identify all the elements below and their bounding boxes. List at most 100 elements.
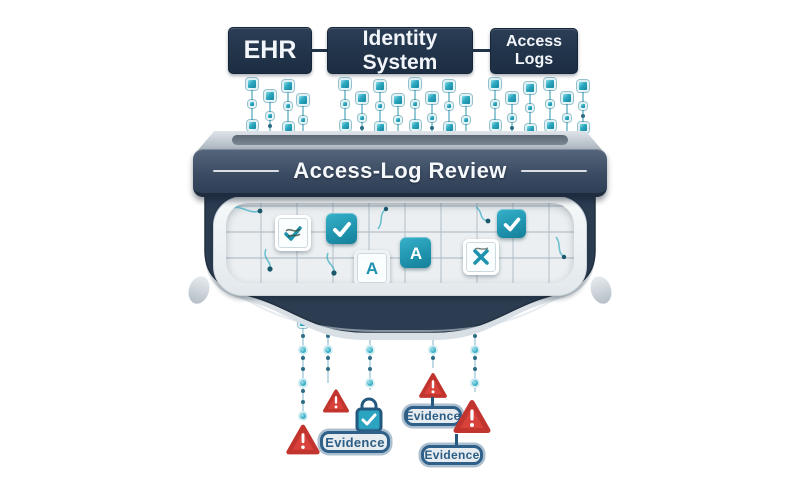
warning-triangle-icon	[286, 424, 320, 455]
data-packet-icon	[462, 116, 470, 124]
data-packet-icon	[282, 80, 294, 92]
data-packet-icon	[266, 112, 274, 120]
stream-line	[549, 82, 551, 140]
funnel-lip-slot	[232, 135, 568, 145]
stream-line	[414, 82, 416, 140]
data-packet-icon	[264, 90, 276, 102]
data-packet-icon	[470, 378, 480, 388]
svg-text:A: A	[409, 244, 421, 263]
band-rule-right	[520, 170, 587, 172]
warning-triangle-icon	[453, 400, 491, 433]
data-packet-icon	[298, 345, 308, 355]
data-packet-icon	[510, 126, 514, 130]
data-packet-icon	[524, 82, 536, 94]
data-packet-icon	[326, 367, 330, 371]
data-packet-icon	[284, 102, 292, 110]
data-packet-icon	[473, 356, 477, 360]
data-packet-icon	[563, 114, 571, 122]
source-box-access-logs: Access Logs	[490, 28, 578, 74]
data-packet-icon	[428, 114, 436, 122]
data-packet-icon	[374, 80, 386, 92]
data-packet-icon	[489, 78, 501, 90]
data-packet-icon	[360, 126, 364, 130]
data-packet-icon	[298, 411, 308, 421]
check-icon	[326, 213, 357, 244]
data-packet-icon	[246, 78, 258, 90]
data-packet-icon	[368, 356, 372, 360]
evidence-badge: Evidence	[421, 445, 483, 465]
data-packet-icon	[409, 120, 421, 131]
funnel-band: Access-Log Review	[193, 149, 607, 197]
evidence-badge: Evidence	[404, 406, 462, 426]
data-packet-icon	[581, 114, 585, 118]
stream-line	[582, 84, 584, 140]
data-packet-icon	[428, 345, 438, 355]
stream-line	[474, 288, 476, 392]
data-packet-icon	[473, 367, 477, 371]
data-packet-icon	[298, 378, 308, 388]
data-packet-icon	[426, 92, 438, 104]
data-packet-icon	[301, 389, 305, 393]
data-packet-icon	[301, 367, 305, 371]
x-icon	[463, 239, 499, 275]
data-packet-icon	[460, 94, 472, 106]
evidence-badge: Evidence	[320, 431, 390, 453]
data-packet-icon	[297, 94, 309, 106]
data-packet-icon	[470, 345, 480, 355]
data-packet-icon	[341, 100, 349, 108]
evidence-label: Evidence	[325, 434, 385, 450]
data-packet-icon	[268, 124, 272, 128]
stream-line	[379, 84, 381, 140]
check-icon	[497, 209, 526, 238]
data-packet-icon	[526, 104, 534, 112]
data-packet-icon	[561, 92, 573, 104]
data-packet-icon	[365, 345, 375, 355]
data-packet-icon	[544, 78, 556, 90]
data-packet-icon	[301, 334, 305, 338]
data-packet-icon	[323, 345, 333, 355]
glitched-check-icon	[275, 215, 311, 251]
source-box-ehr: EHR	[228, 27, 312, 74]
data-packet-icon	[491, 100, 499, 108]
data-packet-icon	[246, 120, 258, 131]
stream-line	[529, 86, 531, 140]
data-packet-icon	[546, 100, 554, 108]
funnel-interior: A A	[226, 203, 574, 283]
data-packet-icon	[301, 356, 305, 360]
data-packet-icon	[431, 356, 435, 360]
source-label: Identity System	[362, 26, 438, 74]
stream-line	[287, 84, 289, 140]
data-packet-icon	[248, 100, 256, 108]
data-packet-icon	[358, 114, 366, 122]
data-packet-icon	[443, 80, 455, 92]
evidence-label: Evidence	[424, 448, 480, 462]
source-label: Access Logs	[505, 32, 563, 68]
data-packet-icon	[411, 100, 419, 108]
data-packet-icon	[368, 367, 372, 371]
data-packet-icon	[409, 78, 421, 90]
data-packet-icon	[430, 126, 434, 130]
warning-triangle-icon	[419, 373, 447, 398]
stream-line	[344, 82, 346, 140]
source-connector	[471, 49, 492, 52]
data-packet-icon	[326, 334, 330, 338]
data-packet-icon	[392, 94, 404, 106]
data-packet-icon	[506, 92, 518, 104]
stream-line	[448, 84, 450, 140]
data-packet-icon	[544, 120, 556, 131]
data-packet-icon	[445, 102, 453, 110]
badge-stem	[455, 434, 458, 447]
source-label: EHR	[243, 36, 297, 64]
band-rule-left	[213, 170, 280, 172]
data-packet-icon	[579, 102, 587, 110]
letter-a-tile: A	[354, 250, 390, 283]
data-packet-icon	[489, 120, 501, 131]
stream-line	[251, 82, 253, 140]
data-packet-icon	[339, 120, 351, 131]
warning-triangle-icon	[323, 389, 349, 413]
data-packet-icon	[365, 378, 375, 388]
svg-text:A: A	[366, 259, 378, 278]
stream-line	[494, 82, 496, 140]
data-packet-icon	[394, 116, 402, 124]
